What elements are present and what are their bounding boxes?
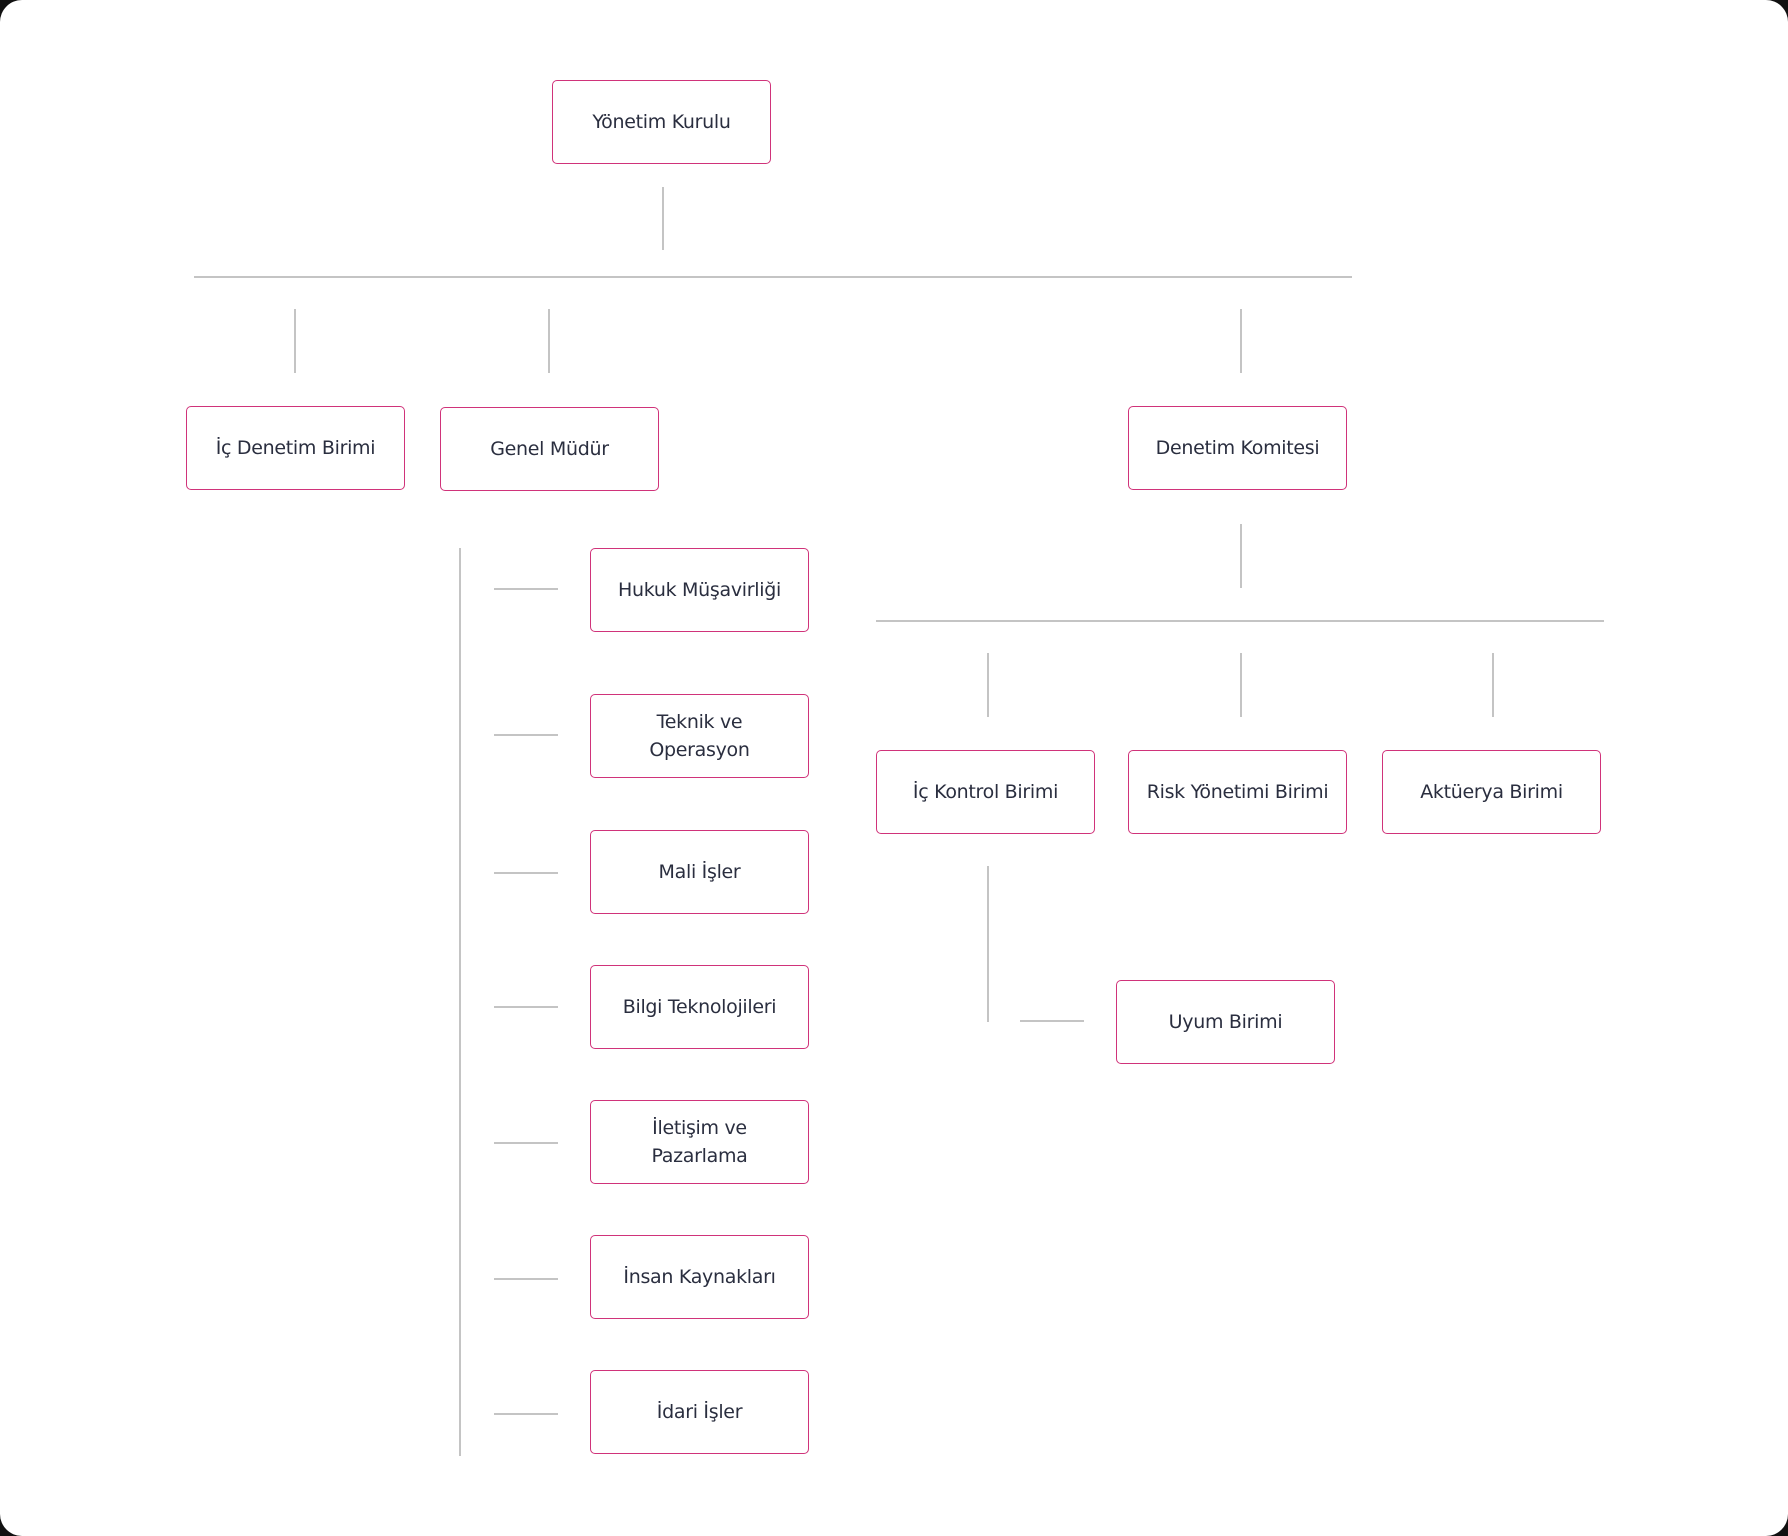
connector-line bbox=[987, 866, 989, 1022]
connector-line bbox=[1492, 653, 1494, 717]
node-teknik-ve-operasyon[interactable]: Teknik ve Operasyon bbox=[590, 694, 809, 778]
node-genel-mudur[interactable]: Genel Müdür bbox=[440, 407, 659, 491]
connector-line bbox=[548, 309, 550, 373]
connector-line bbox=[1240, 524, 1242, 588]
node-hukuk-musavirligi[interactable]: Hukuk Müşavirliği bbox=[590, 548, 809, 632]
connector-line bbox=[494, 872, 558, 874]
node-insan-kaynaklari[interactable]: İnsan Kaynakları bbox=[590, 1235, 809, 1319]
connector-line bbox=[494, 1413, 558, 1415]
connector-line bbox=[294, 309, 296, 373]
connector-line bbox=[494, 734, 558, 736]
connector-line bbox=[876, 620, 1604, 622]
connector-line bbox=[459, 548, 461, 1456]
node-denetim-komitesi[interactable]: Denetim Komitesi bbox=[1128, 406, 1347, 490]
node-mali-isler[interactable]: Mali İşler bbox=[590, 830, 809, 914]
node-akturya-birimi[interactable]: Aktüerya Birimi bbox=[1382, 750, 1601, 834]
node-ic-denetim-birimi[interactable]: İç Denetim Birimi bbox=[186, 406, 405, 490]
node-risk-yonetimi-birimi[interactable]: Risk Yönetimi Birimi bbox=[1128, 750, 1347, 834]
connector-line bbox=[194, 276, 1352, 278]
node-uyum-birimi[interactable]: Uyum Birimi bbox=[1116, 980, 1335, 1064]
connector-line bbox=[1020, 1020, 1084, 1022]
connector-line bbox=[987, 653, 989, 717]
connector-line bbox=[494, 588, 558, 590]
node-idari-isler[interactable]: İdari İşler bbox=[590, 1370, 809, 1454]
node-ic-kontrol-birimi[interactable]: İç Kontrol Birimi bbox=[876, 750, 1095, 834]
node-yonetim-kurulu[interactable]: Yönetim Kurulu bbox=[552, 80, 771, 164]
connector-line bbox=[494, 1142, 558, 1144]
connector-line bbox=[494, 1278, 558, 1280]
connector-line bbox=[1240, 653, 1242, 717]
connector-line bbox=[494, 1006, 558, 1008]
connector-line bbox=[662, 187, 664, 250]
connector-line bbox=[1240, 309, 1242, 373]
node-bilgi-teknolojileri[interactable]: Bilgi Teknolojileri bbox=[590, 965, 809, 1049]
node-iletisim-ve-pazarlama[interactable]: İletişim ve Pazarlama bbox=[590, 1100, 809, 1184]
